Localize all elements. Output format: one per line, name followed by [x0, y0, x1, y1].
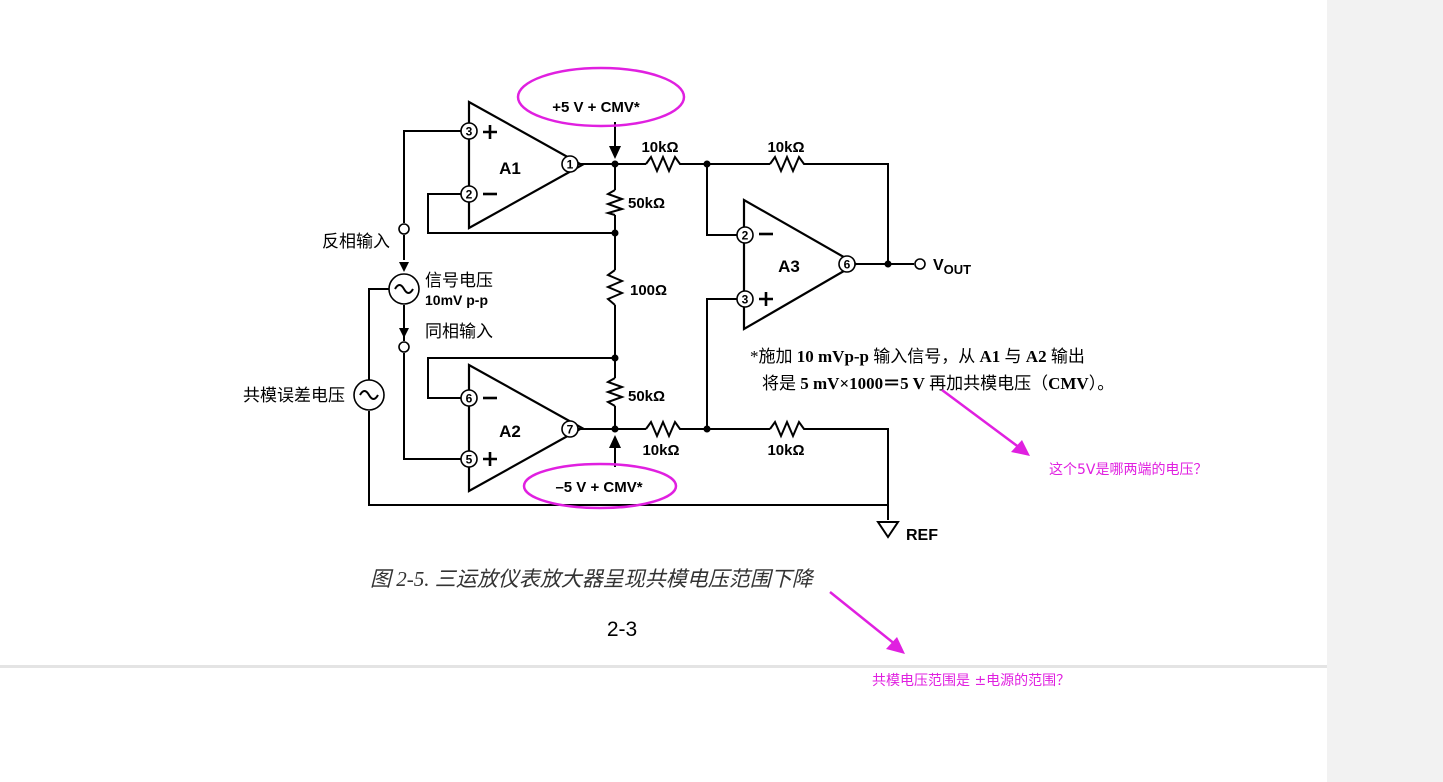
wire-a2-in-plus: [403, 353, 461, 460]
pin-circle: [460, 185, 478, 203]
wire-a1-in-plus: [403, 130, 461, 223]
plus-sign-icon: [483, 125, 497, 139]
right-side-panel: [1327, 0, 1443, 782]
supply-bottom-arrowhead: [609, 435, 621, 448]
junction: [611, 160, 619, 168]
pin-a2-in-plus: 5: [466, 453, 473, 467]
opamp-a2-label: A2: [499, 422, 521, 441]
page-number: 2-3: [607, 618, 637, 641]
annotation-ellipse-top: [516, 66, 686, 128]
supply-top-arrowhead: [609, 146, 621, 159]
pin-circle: [460, 450, 478, 468]
junction: [703, 160, 711, 168]
pin-circle: [460, 122, 478, 140]
opamp-a1: [467, 100, 585, 230]
supply-top-label: +5 V + CMV*: [552, 99, 640, 116]
sine-icon: [359, 390, 379, 400]
junction: [611, 229, 619, 237]
pin-a2-out: 7: [567, 423, 574, 437]
annotation-ellipse-bottom: [522, 462, 678, 510]
document-page: [0, 0, 1327, 782]
pin-a2-in-minus: 6: [466, 392, 473, 406]
junction: [884, 260, 892, 268]
resistor-bot-ref: [769, 419, 889, 520]
circuit-diagram: 3 2 1 6 5 7 2 3 6 A1 A2 A3 10kΩ 10kΩ 50k…: [243, 99, 1114, 544]
resistor-label-bot-ref: 10kΩ: [767, 442, 804, 459]
annotation-comment-2: 共模电压范围是 ±电源的范围？: [872, 672, 1070, 689]
annotation-arrowhead-1: [1011, 440, 1030, 456]
annotation-arrowhead-2: [886, 637, 905, 654]
resistor-label-gain-top: 50kΩ: [628, 195, 665, 212]
inverting-input-label: 反相输入: [322, 232, 390, 252]
junction: [611, 425, 619, 433]
pin-a3-in-minus: 2: [742, 229, 749, 243]
resistor-gain-bot: [605, 377, 625, 407]
ref-label: REF: [906, 527, 938, 544]
pin-a3-out: 6: [844, 258, 851, 272]
cm-error-voltage-label: 共模误差电压: [243, 386, 345, 406]
noninverting-input-terminal: [398, 341, 410, 353]
resistor-label-top-fb: 10kΩ: [767, 139, 804, 156]
resistor-label-top-a1: 10kΩ: [641, 139, 678, 156]
ref-ground-symbol: [876, 521, 900, 539]
pin-circle: [838, 255, 856, 273]
wire-ref: [368, 411, 888, 506]
resistor-label-gain-bot: 50kΩ: [628, 388, 665, 405]
vout-terminal: [914, 258, 926, 270]
note-line-2: 将是 5 mV×1000＝5 V 再加共模电压（CMV）。: [762, 374, 1114, 393]
resistor-gain-mid: [605, 269, 625, 306]
wire-a1-feedback: [427, 193, 615, 234]
wire-a3-in-plus: [706, 298, 737, 429]
resistor-label-gain-mid: 100Ω: [630, 282, 667, 299]
pin-circle: [736, 290, 754, 308]
pin-a1-in-minus: 2: [466, 188, 473, 202]
pin-a1-out: 1: [567, 158, 574, 172]
pin-circle: [460, 389, 478, 407]
resistor-bot-a2: [645, 419, 770, 439]
vout-label: VOUT: [933, 257, 971, 277]
opamp-a3-label: A3: [778, 257, 800, 276]
sine-icon: [394, 284, 414, 294]
junction: [611, 354, 619, 362]
opamp-a2: [467, 363, 585, 493]
supply-bottom-label: –5 V + CMV*: [555, 479, 642, 496]
resistor-label-bot-a2: 10kΩ: [642, 442, 679, 459]
pin-circle: [561, 420, 579, 438]
plus-sign-icon: [759, 292, 773, 306]
signal-voltage-label: 信号电压: [425, 271, 493, 291]
opamp-a3: [742, 198, 859, 331]
annotations: 这个5V是哪两端的电压？ 共模电压范围是 ±电源的范围？: [516, 66, 1207, 689]
figure-caption: 图 2-5. 三运放仪表放大器呈现共模电压范围下降: [370, 567, 815, 591]
resistor-top-fb: [769, 154, 889, 264]
pin-a3-in-plus: 3: [742, 293, 749, 307]
resistor-gain-top: [604, 189, 626, 216]
pin-a1-in-plus: 3: [466, 125, 473, 139]
pin-circle: [561, 155, 579, 173]
arrow-down-bottom: [399, 328, 409, 338]
annotation-arrow-2: [829, 591, 897, 646]
junction: [703, 425, 711, 433]
page-divider: [0, 665, 1327, 668]
vout-main: V: [933, 257, 944, 274]
wire-signal-to-cm: [368, 288, 389, 380]
pin-circle: [736, 226, 754, 244]
arrow-down-top: [399, 262, 409, 272]
inverting-input-terminal: [398, 223, 410, 235]
wire-a2-feedback: [427, 357, 615, 399]
note-line-1: *施加 10 mVp-p 输入信号，从 A1 与 A2 输出: [750, 347, 1085, 366]
annotation-arrow-1: [941, 388, 1021, 450]
plus-sign-icon: [483, 452, 497, 466]
resistor-top-a1: [645, 154, 770, 174]
noninverting-input-label: 同相输入: [425, 322, 493, 342]
signal-amplitude-label: 10mV p-p: [425, 292, 488, 308]
opamp-a1-label: A1: [499, 159, 521, 178]
vout-sub: OUT: [944, 262, 972, 277]
annotation-comment-1: 这个5V是哪两端的电压？: [1049, 461, 1207, 478]
wire-a3-in-minus: [706, 164, 737, 236]
